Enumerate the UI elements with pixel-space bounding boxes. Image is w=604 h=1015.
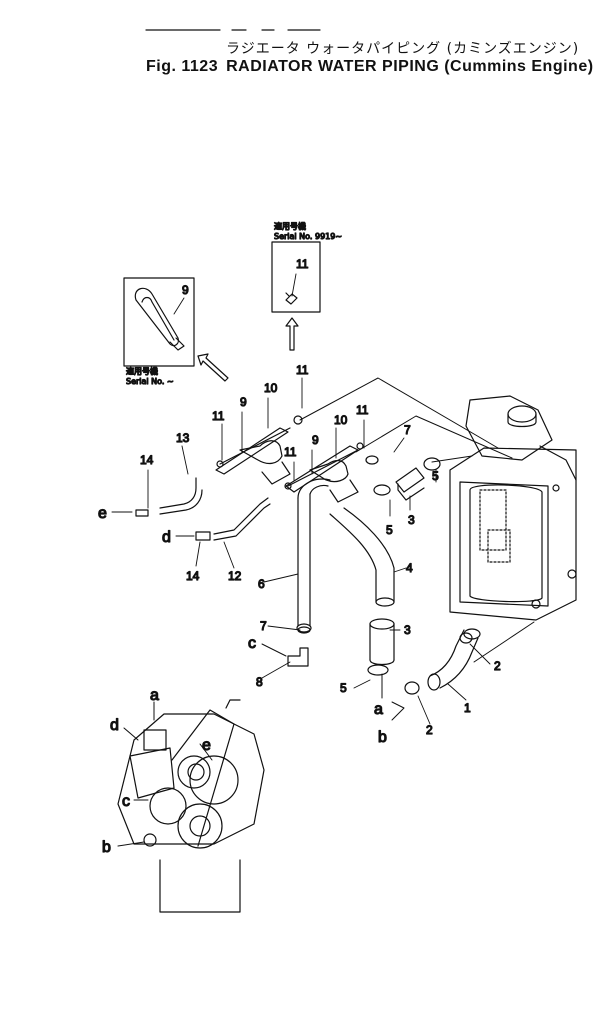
figure-title-japanese: ラジエータ ウォータパイピング (カミンズエンジン) bbox=[226, 41, 580, 57]
letter-d-engine: d bbox=[110, 717, 119, 734]
callout-12: 12 bbox=[228, 569, 242, 583]
letter-b-lower: b bbox=[378, 729, 387, 746]
callout-8: 8 bbox=[256, 675, 263, 689]
callout-2-right: 2 bbox=[494, 659, 501, 673]
radiator-assembly bbox=[449, 395, 577, 621]
hose-3-lower bbox=[369, 618, 395, 666]
callout-11-right: 11 bbox=[356, 403, 369, 417]
callout-leaders bbox=[147, 273, 491, 725]
callout-10-right: 10 bbox=[334, 413, 348, 427]
callout-11-center: 11 bbox=[284, 445, 297, 459]
serial-note-left: Serial No. ~ bbox=[126, 377, 174, 386]
bracket-10-left bbox=[215, 427, 291, 485]
figure-title-english: RADIATOR WATER PIPING (Cummins Engine) bbox=[226, 58, 594, 75]
callout-3-top: 3 bbox=[408, 513, 415, 527]
fittings-14 bbox=[135, 509, 211, 541]
callout-5-lower: 5 bbox=[340, 681, 347, 695]
fitting-8 bbox=[287, 647, 309, 667]
callout-4: 4 bbox=[406, 561, 413, 575]
callout-9-inset: 9 bbox=[182, 283, 189, 297]
callout-7-lower: 7 bbox=[260, 619, 267, 633]
pipe-6 bbox=[296, 478, 331, 633]
callout-11-upper: 11 bbox=[296, 363, 309, 377]
engine-outline bbox=[117, 699, 265, 913]
letter-e-left: e bbox=[98, 505, 107, 522]
callout-5-mid: 5 bbox=[386, 523, 393, 537]
serial-note-left-jp: 適用号機 bbox=[126, 366, 158, 376]
callout-13: 13 bbox=[176, 431, 190, 445]
callout-14-upper: 14 bbox=[140, 453, 154, 467]
letter-a-lower: a bbox=[374, 701, 383, 718]
callout-5-top: 5 bbox=[432, 469, 439, 483]
letter-c-left: c bbox=[248, 635, 256, 652]
callout-7-top: 7 bbox=[404, 423, 411, 437]
hose-3-top bbox=[395, 467, 425, 501]
callout-14-lower: 14 bbox=[186, 569, 200, 583]
serial-note-top: Serial No. 9919~ bbox=[274, 232, 342, 241]
serial-note-top-jp: 適用号機 bbox=[274, 221, 306, 231]
letter-e-engine: e bbox=[202, 737, 211, 754]
inset-tie-band bbox=[123, 277, 195, 367]
leader-lines bbox=[299, 377, 535, 663]
callout-11-inset: 11 bbox=[296, 257, 309, 271]
callout-2-lower: 2 bbox=[426, 723, 433, 737]
letter-d-left: d bbox=[162, 529, 171, 546]
bolts-11 bbox=[216, 415, 364, 490]
letter-a-engine: a bbox=[150, 687, 159, 704]
callout-9-left: 9 bbox=[240, 395, 247, 409]
letter-leaders bbox=[111, 511, 405, 847]
callout-1: 1 bbox=[464, 701, 471, 715]
letter-c-engine: c bbox=[122, 793, 130, 810]
callout-6: 6 bbox=[258, 577, 265, 591]
inset-clip-serial-9919 bbox=[271, 241, 321, 313]
callout-9-right: 9 bbox=[312, 433, 319, 447]
letter-b-engine: b bbox=[102, 839, 111, 856]
callout-11-left: 11 bbox=[212, 409, 225, 423]
callout-10-left: 10 bbox=[264, 381, 278, 395]
hose-4 bbox=[329, 507, 395, 607]
clamps bbox=[297, 455, 473, 695]
tube-12 bbox=[213, 497, 271, 541]
inset-arrows bbox=[197, 317, 299, 382]
bracket-10-right bbox=[285, 445, 359, 503]
figure-number: Fig. 1123 bbox=[146, 58, 219, 75]
callout-3-lower: 3 bbox=[404, 623, 411, 637]
tube-13 bbox=[159, 477, 203, 515]
figure-title: Fig. 1123 RADIATOR WATER PIPING (Cummins … bbox=[146, 58, 594, 76]
